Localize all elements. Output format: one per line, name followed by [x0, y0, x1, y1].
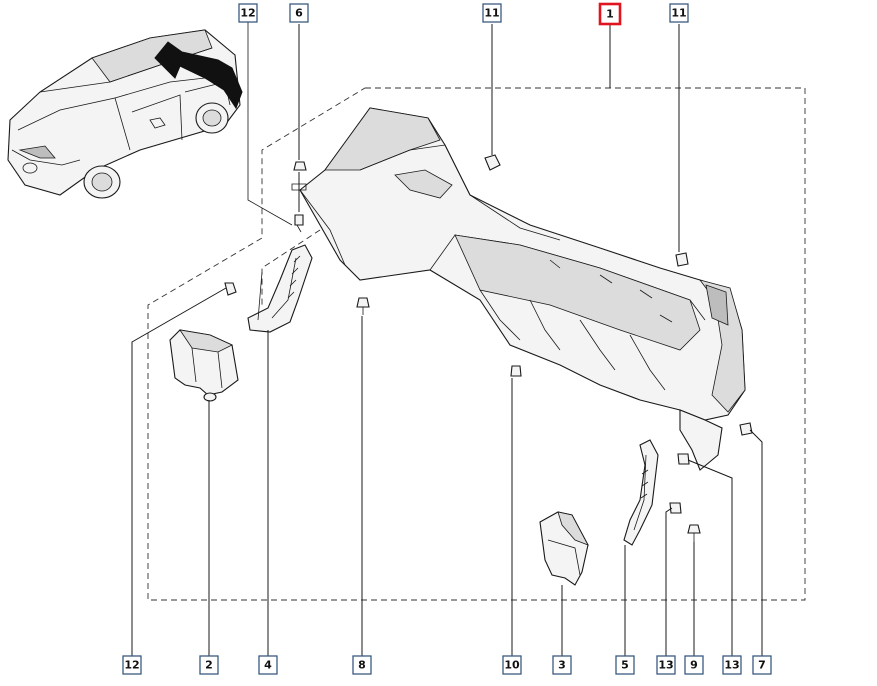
callout-11-top-right: 11 — [669, 3, 689, 23]
callout-label: 2 — [205, 659, 213, 672]
left-bumper-bracket — [247, 244, 313, 333]
leader-lines — [131, 24, 763, 656]
rear-bumper — [299, 107, 746, 471]
assembly-boundary — [147, 87, 806, 601]
callout-label: 11 — [484, 7, 499, 20]
callout-label: 4 — [264, 659, 272, 672]
callout-label: 9 — [690, 659, 698, 672]
callout-label: 7 — [758, 659, 766, 672]
left-guide-part — [169, 329, 239, 402]
fasteners — [224, 154, 753, 542]
callout-label: 6 — [295, 7, 303, 20]
callout-12-bottom: 12 — [122, 655, 142, 675]
right-guide-part — [539, 511, 589, 586]
callout-11-top-center: 11 — [482, 3, 502, 23]
callout-12-top: 12 — [238, 3, 258, 23]
car-thumbnail — [7, 29, 241, 199]
callout-label: 8 — [358, 659, 366, 672]
callout-label: 12 — [240, 7, 255, 20]
callout-5: 5 — [615, 655, 635, 675]
callout-7: 7 — [752, 655, 772, 675]
callout-4: 4 — [258, 655, 278, 675]
callout-label: 11 — [671, 7, 686, 20]
callout-label: 3 — [558, 659, 566, 672]
view-direction-arrow — [154, 41, 243, 110]
callout-8: 8 — [352, 655, 372, 675]
callout-3: 3 — [552, 655, 572, 675]
callout-1: 1 — [598, 2, 622, 26]
callout-13-right: 13 — [722, 655, 742, 675]
callout-2: 2 — [199, 655, 219, 675]
callout-label: 12 — [124, 659, 139, 672]
callout-label: 13 — [658, 659, 673, 672]
callout-10: 10 — [502, 655, 522, 675]
callout-13-left: 13 — [656, 655, 676, 675]
right-bumper-bracket — [623, 439, 659, 546]
callout-9: 9 — [684, 655, 704, 675]
callout-label: 10 — [504, 659, 520, 672]
callout-6: 6 — [289, 3, 309, 23]
callout-label: 5 — [621, 659, 629, 672]
callout-label: 13 — [724, 659, 739, 672]
callout-label: 1 — [606, 8, 614, 21]
